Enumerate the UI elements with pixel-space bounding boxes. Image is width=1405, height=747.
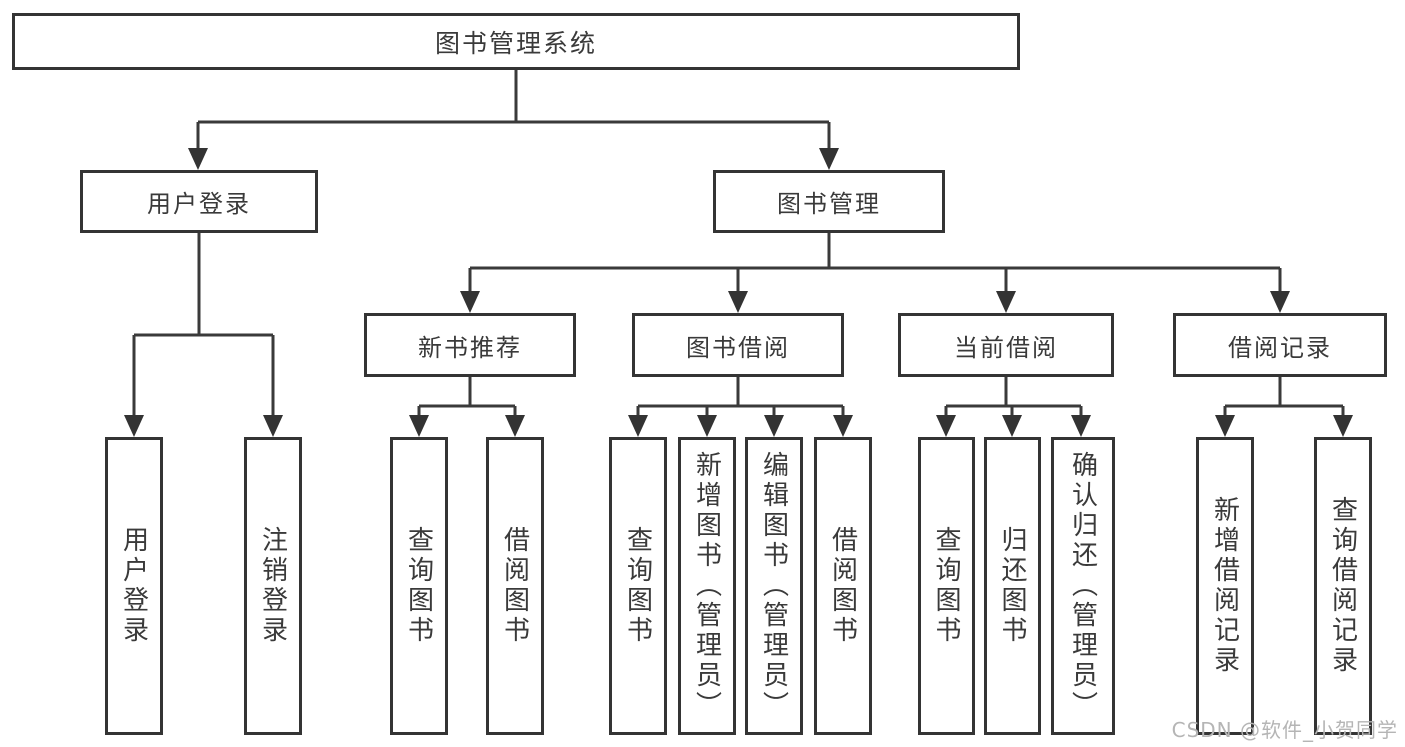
csdn-watermark: CSDN @软件_小贺同学 <box>1171 718 1398 742</box>
node-label: 借阅图书 <box>827 526 858 646</box>
node-label: 查询图书 <box>931 526 961 646</box>
connector-user-login-children <box>124 233 283 437</box>
node-label: 图书管理系统 <box>434 28 597 58</box>
arrowhead <box>1215 415 1235 437</box>
connector-book-mgmt-children <box>460 233 1290 313</box>
arrowhead <box>409 415 429 437</box>
node-label: 借阅图书 <box>499 526 530 646</box>
leaf-query-books-recommend: 查询图书 <box>390 437 448 735</box>
arrowhead <box>833 415 853 437</box>
node-book-management: 图书管理 <box>713 170 945 233</box>
arrowhead <box>936 415 956 437</box>
leaf-add-books-admin: 新增图书（管理员） <box>678 437 736 735</box>
node-label: 查询图书 <box>403 526 434 646</box>
leaf-return-books: 归还图书 <box>984 437 1041 735</box>
arrowhead <box>263 415 283 437</box>
connector-book-borrow-children <box>628 377 853 437</box>
arrowhead <box>697 415 717 437</box>
arrowhead <box>1333 415 1353 437</box>
node-label: 编辑图书（管理员） <box>758 451 789 721</box>
arrowhead <box>1002 415 1022 437</box>
node-label: 新增图书（管理员） <box>691 451 722 721</box>
node-new-book-recommendation: 新书推荐 <box>364 313 576 377</box>
node-user-login: 用户登录 <box>80 170 318 233</box>
connector-borrow-record-children <box>1215 377 1353 437</box>
leaf-query-books-current: 查询图书 <box>918 437 975 735</box>
node-label: 查询图书 <box>622 526 653 646</box>
node-label: 查询借阅记录 <box>1327 496 1358 676</box>
node-book-borrowing: 图书借阅 <box>632 313 844 377</box>
node-label: 用户登录 <box>147 190 251 218</box>
node-borrowing-records: 借阅记录 <box>1173 313 1387 377</box>
node-current-borrowing: 当前借阅 <box>898 313 1114 377</box>
leaf-edit-books-admin: 编辑图书（管理员） <box>745 437 803 735</box>
node-label: 新增借阅记录 <box>1209 496 1240 676</box>
arrowhead <box>819 148 839 170</box>
arrowhead <box>1270 291 1290 313</box>
arrowhead <box>124 415 144 437</box>
arrowhead <box>505 415 525 437</box>
leaf-query-borrow-record: 查询借阅记录 <box>1314 437 1372 735</box>
leaf-logout: 注销登录 <box>244 437 302 735</box>
leaf-confirm-return-admin: 确认归还（管理员） <box>1051 437 1115 735</box>
leaf-borrow-books-recommend: 借阅图书 <box>486 437 544 735</box>
arrowhead <box>628 415 648 437</box>
node-label: 用户登录 <box>118 526 149 646</box>
node-label: 注销登录 <box>257 526 288 646</box>
arrowhead <box>764 415 784 437</box>
connector-root-to-level1 <box>188 70 839 170</box>
node-label: 归还图书 <box>997 526 1027 646</box>
connector-current-borrow-children <box>936 377 1091 437</box>
connector-new-book-rec-children <box>409 377 525 437</box>
node-library-management-system: 图书管理系统 <box>12 13 1020 70</box>
arrowhead <box>996 291 1016 313</box>
node-label: 图书管理 <box>777 190 881 218</box>
arrowhead <box>728 291 748 313</box>
arrowhead <box>1071 415 1091 437</box>
node-label: 确认归还（管理员） <box>1067 451 1098 721</box>
arrowhead <box>188 148 208 170</box>
leaf-user-login: 用户登录 <box>105 437 163 735</box>
node-label: 当前借阅 <box>954 333 1058 362</box>
leaf-borrow-books: 借阅图书 <box>814 437 872 735</box>
node-label: 图书借阅 <box>686 333 790 362</box>
arrowhead <box>460 291 480 313</box>
node-label: 新书推荐 <box>418 333 522 362</box>
leaf-query-books-borrow: 查询图书 <box>609 437 667 735</box>
leaf-add-borrow-record: 新增借阅记录 <box>1196 437 1254 735</box>
node-label: 借阅记录 <box>1228 333 1332 362</box>
